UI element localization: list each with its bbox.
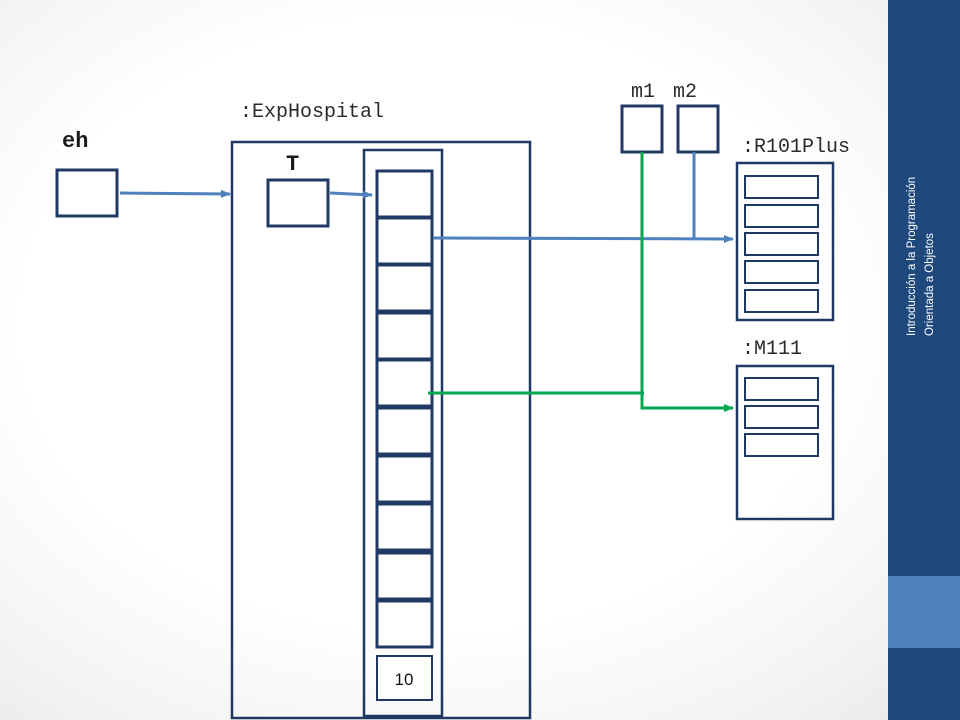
attribute-slot (744, 289, 819, 313)
object-exphospital-label: :ExpHospital (240, 101, 384, 124)
m111-attributes (744, 377, 819, 457)
ref-m1-to-m111 (640, 152, 734, 412)
ref-eh-to-exphospital (119, 189, 231, 198)
slide-sidebar: Introducción a la Programación Orientada… (888, 0, 960, 720)
object-exphospital-box (230, 140, 532, 720)
array-slot (375, 216, 434, 266)
ref-slot-to-r101plus (432, 234, 734, 243)
attribute-slot (744, 175, 819, 199)
array-slot (375, 263, 434, 313)
sidebar-accent-block (888, 576, 960, 648)
attribute-slot (744, 232, 819, 256)
array-slot (375, 311, 434, 361)
array-slot (375, 599, 434, 649)
object-r101plus-label: :R101Plus (742, 136, 850, 159)
object-diagram: eh :ExpHospital T 10 m1 m2 :R101Plus :M1… (55, 81, 850, 720)
var-eh-box (55, 168, 119, 218)
array-size-label: 10 (395, 670, 414, 689)
var-eh-label: eh (62, 129, 88, 154)
ref-t-to-array (329, 190, 373, 199)
attribute-slot (744, 405, 819, 429)
array-slot (375, 454, 434, 504)
var-m1-label: m1 (631, 81, 655, 104)
attribute-slot (744, 260, 819, 284)
course-title-line1: Introducción a la Programación (906, 176, 918, 336)
array-container (362, 148, 444, 718)
r101plus-attributes (744, 175, 819, 313)
object-m111-box (735, 364, 835, 521)
array-slot (375, 502, 434, 552)
var-m1-box (620, 104, 664, 154)
attribute-slot (744, 377, 819, 401)
var-m2-label: m2 (673, 81, 697, 104)
array-slot (375, 358, 434, 408)
array-slot (375, 406, 434, 456)
array-slot (375, 551, 434, 601)
object-r101plus-box (735, 161, 835, 322)
course-title: Introducción a la Programación Orientada… (904, 96, 944, 336)
field-t-box (266, 178, 330, 228)
object-m111-label: :M111 (742, 338, 802, 361)
field-t-label: T (286, 152, 299, 177)
course-title-line2: Orientada a Objetos (923, 233, 936, 336)
array-slot (375, 169, 434, 219)
var-m2-box (676, 104, 720, 154)
array-slots (375, 169, 434, 649)
attribute-slot (744, 204, 819, 228)
array-size-box (376, 655, 433, 701)
attribute-slot (744, 433, 819, 457)
